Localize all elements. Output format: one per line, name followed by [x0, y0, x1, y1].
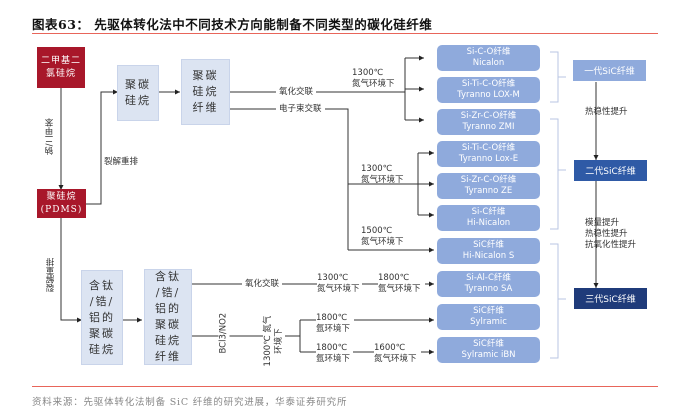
label-ebeam-crosslink: 电子束交联: [276, 104, 325, 115]
label-sylramic-1600: 1600℃ 氮气环境下: [374, 343, 421, 365]
node-metal-polycarbosilane-fiber: 含钛/锆/铝的聚碳硅烷纤维: [144, 269, 192, 365]
node-dimethyldichlorosilane-label: 二甲基二氯硅烷: [41, 55, 82, 79]
node-pdms: 聚硅烷(PDMS): [37, 189, 86, 218]
label-oxidation-crosslink-2: 氧化交联: [242, 279, 283, 290]
node-polycarbosilane-fiber: 聚碳硅烷纤维: [181, 59, 230, 125]
title-rule: [32, 33, 658, 34]
label-n2-1300-b: 1300℃ 氮气环境下: [361, 164, 404, 185]
generation-2-box: 二代SiC纤维: [574, 160, 647, 181]
node-polycarbosilane: 聚碳硅烷: [117, 65, 159, 121]
source-note: 资料来源：先驱体转化法制备 SiC 纤维的研究进展，华泰证券研究所: [32, 397, 348, 408]
label-sa-1800: 1800℃ 氩气环境下: [378, 273, 425, 295]
label-sa-1300: 1300℃ 氮气环境下: [317, 273, 362, 295]
label-sylramic-1300-n2: 1300℃ 氮气环境下: [263, 312, 285, 370]
label-oxidation-crosslink-1: 氧化交联: [276, 87, 317, 98]
label-na-xylene: 钠/二甲苯: [44, 118, 56, 155]
label-gen1-to-gen2: 热稳性提升: [585, 107, 628, 117]
label-bcl3-no2: BCl3/NO2: [218, 312, 230, 354]
label-n2-1300-a: 1300℃ 氮气环境下: [352, 68, 395, 89]
generation-3-box: 三代SiC纤维: [574, 288, 647, 309]
label-sylramic-1800-b: 1800℃ 氩环境下: [316, 343, 354, 365]
node-pdms-label: 聚硅烷(PDMS): [40, 191, 83, 215]
node-dimethyldichlorosilane: 二甲基二氯硅烷: [37, 47, 85, 88]
footer-rule: [32, 386, 658, 387]
figure-title: 图表63： 先驱体转化法中不同技术方向能制备不同类型的碳化硅纤维: [32, 17, 433, 32]
label-pyrolysis-rearrange-2: 裂解重排: [45, 258, 57, 292]
generation-1-box: 一代SiC纤维: [573, 60, 646, 81]
node-metal-polycarbosilane: 含钛/锆/铝的聚碳硅烷: [81, 270, 123, 365]
label-n2-1500: 1500℃ 氮气环境下: [361, 226, 404, 247]
label-gen2-to-gen3: 模量提升 热稳性提升 抗氧化性提升: [585, 218, 637, 250]
label-pyrolysis-rearrange-1: 裂解重排: [104, 157, 139, 167]
label-sylramic-1800-a: 1800℃ 氩环境下: [316, 313, 355, 335]
